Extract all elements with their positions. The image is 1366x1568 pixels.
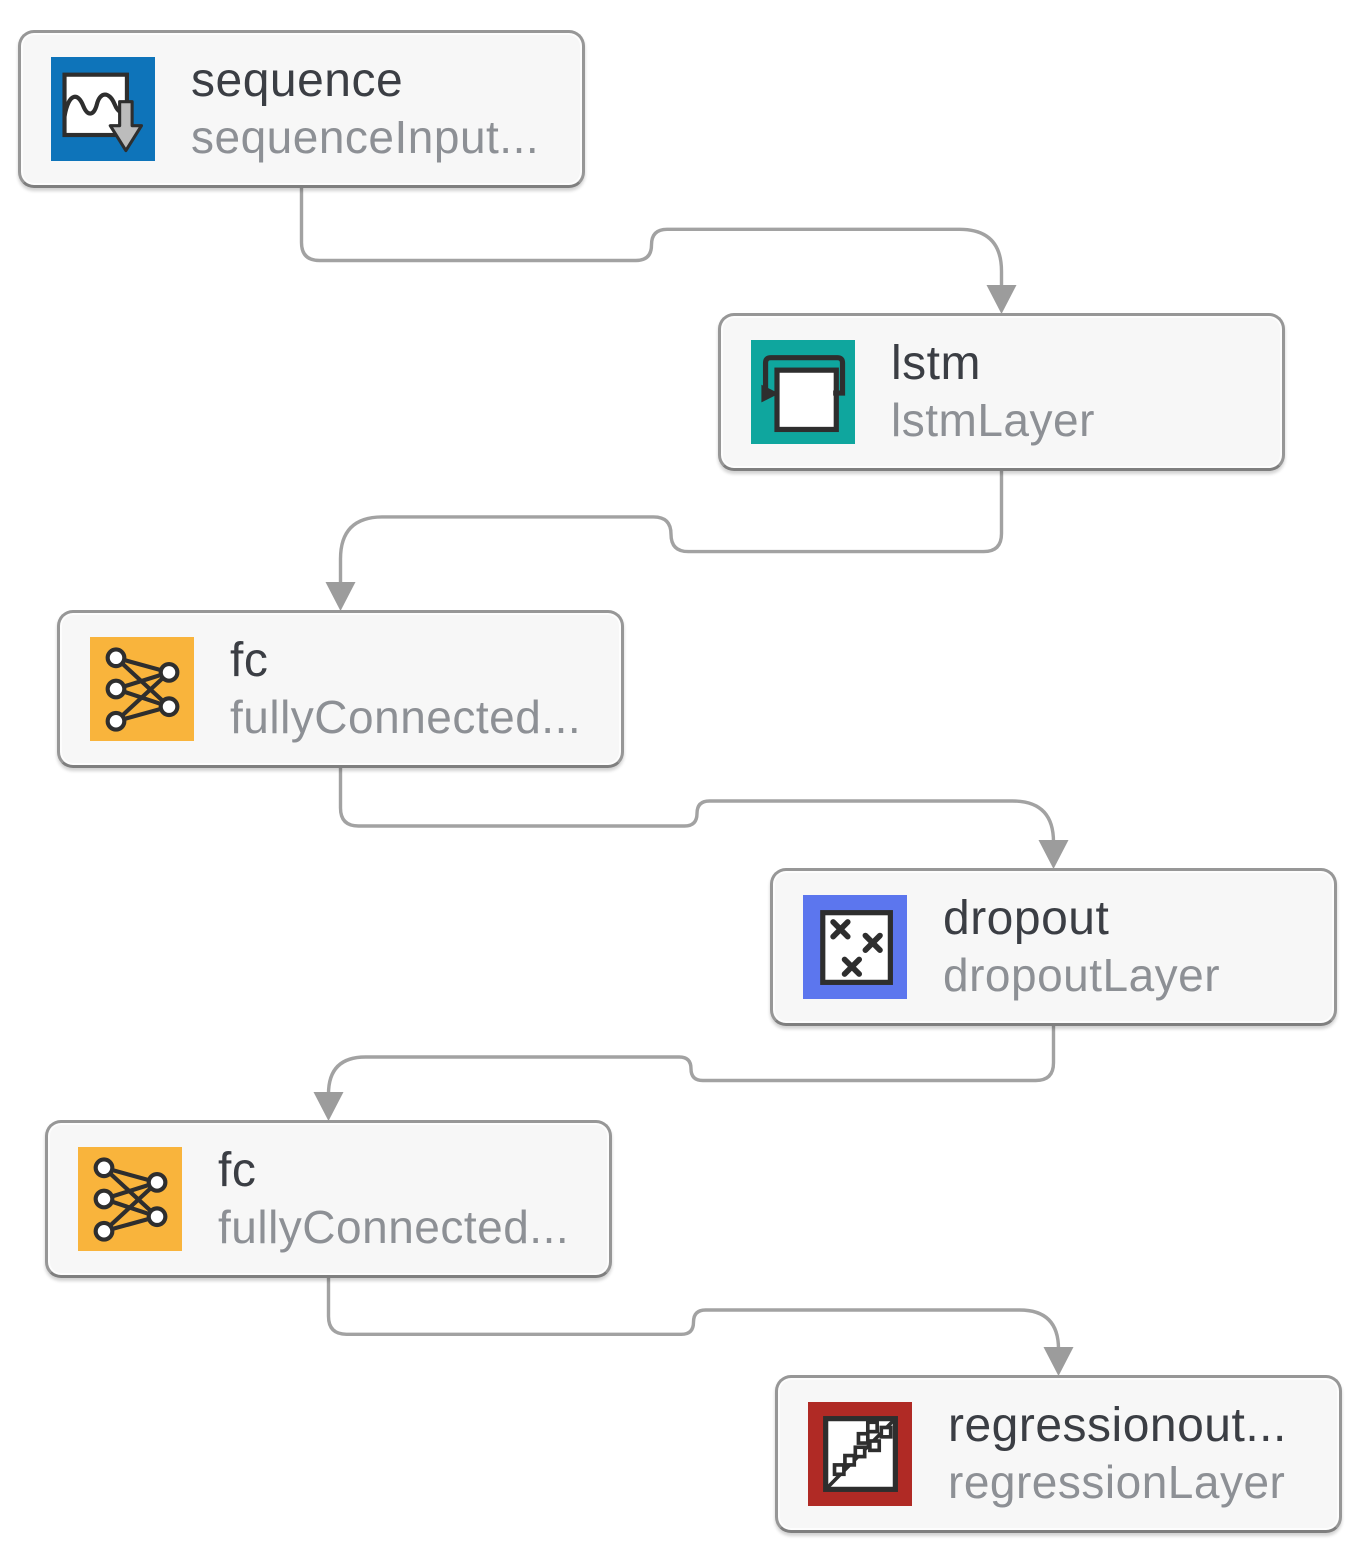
dropout-icon — [803, 895, 907, 999]
layer-labels: regressionout... regressionLayer — [948, 1398, 1287, 1510]
layer-name: lstm — [891, 337, 981, 390]
arrowhead-icon — [1043, 1347, 1074, 1376]
layer-name: fc — [230, 634, 269, 687]
layer-type: lstmLayer — [891, 394, 1095, 446]
connector-dropout-to-fc2[interactable] — [313, 1026, 1056, 1121]
layer-name: sequence — [191, 54, 404, 107]
fully-connected-icon — [78, 1147, 182, 1251]
sequence-input-icon — [51, 57, 155, 161]
layer-name: regressionout... — [948, 1399, 1287, 1452]
layer-node-regressionoutput[interactable]: regressionout... regressionLayer — [775, 1375, 1342, 1533]
connector-wire[interactable] — [338, 768, 1056, 844]
layer-node-dropout[interactable]: dropout dropoutLayer — [770, 868, 1337, 1026]
arrowhead-icon — [986, 285, 1017, 314]
connector-fc2-to-regressionoutput[interactable] — [326, 1278, 1074, 1376]
connector-wire[interactable] — [338, 471, 1004, 586]
layer-type: regressionLayer — [948, 1456, 1286, 1508]
layer-type: dropoutLayer — [943, 949, 1221, 1001]
layer-node-fc2[interactable]: fc fullyConnected... — [45, 1120, 612, 1278]
layer-type: fullyConnected... — [218, 1201, 570, 1253]
arrowhead-icon — [325, 582, 356, 611]
connector-wire[interactable] — [326, 1026, 1056, 1096]
layer-labels: sequence sequenceInput... — [191, 53, 539, 165]
regression-output-icon — [808, 1402, 912, 1506]
layer-node-sequence[interactable]: sequence sequenceInput... — [18, 30, 585, 188]
layer-labels: fc fullyConnected... — [230, 633, 581, 745]
arrowhead-icon — [1038, 840, 1069, 869]
layer-name: fc — [218, 1144, 257, 1197]
layer-labels: lstm lstmLayer — [891, 336, 1095, 448]
lstm-icon — [751, 340, 855, 444]
connector-fc1-to-dropout[interactable] — [338, 768, 1069, 869]
layer-labels: dropout dropoutLayer — [943, 891, 1220, 1003]
layer-labels: fc fullyConnected... — [218, 1143, 569, 1255]
arrowhead-icon — [313, 1092, 344, 1121]
connector-lstm-to-fc1[interactable] — [325, 471, 1004, 611]
layer-type: sequenceInput... — [191, 111, 540, 163]
connector-wire[interactable] — [326, 1278, 1061, 1351]
layer-node-fc1[interactable]: fc fullyConnected... — [57, 610, 624, 768]
connector-wire[interactable] — [299, 188, 1004, 289]
fully-connected-icon — [90, 637, 194, 741]
layer-name: dropout — [943, 892, 1110, 945]
layer-type: fullyConnected... — [230, 691, 582, 743]
connector-sequence-to-lstm[interactable] — [299, 188, 1017, 314]
layer-node-lstm[interactable]: lstm lstmLayer — [718, 313, 1285, 471]
